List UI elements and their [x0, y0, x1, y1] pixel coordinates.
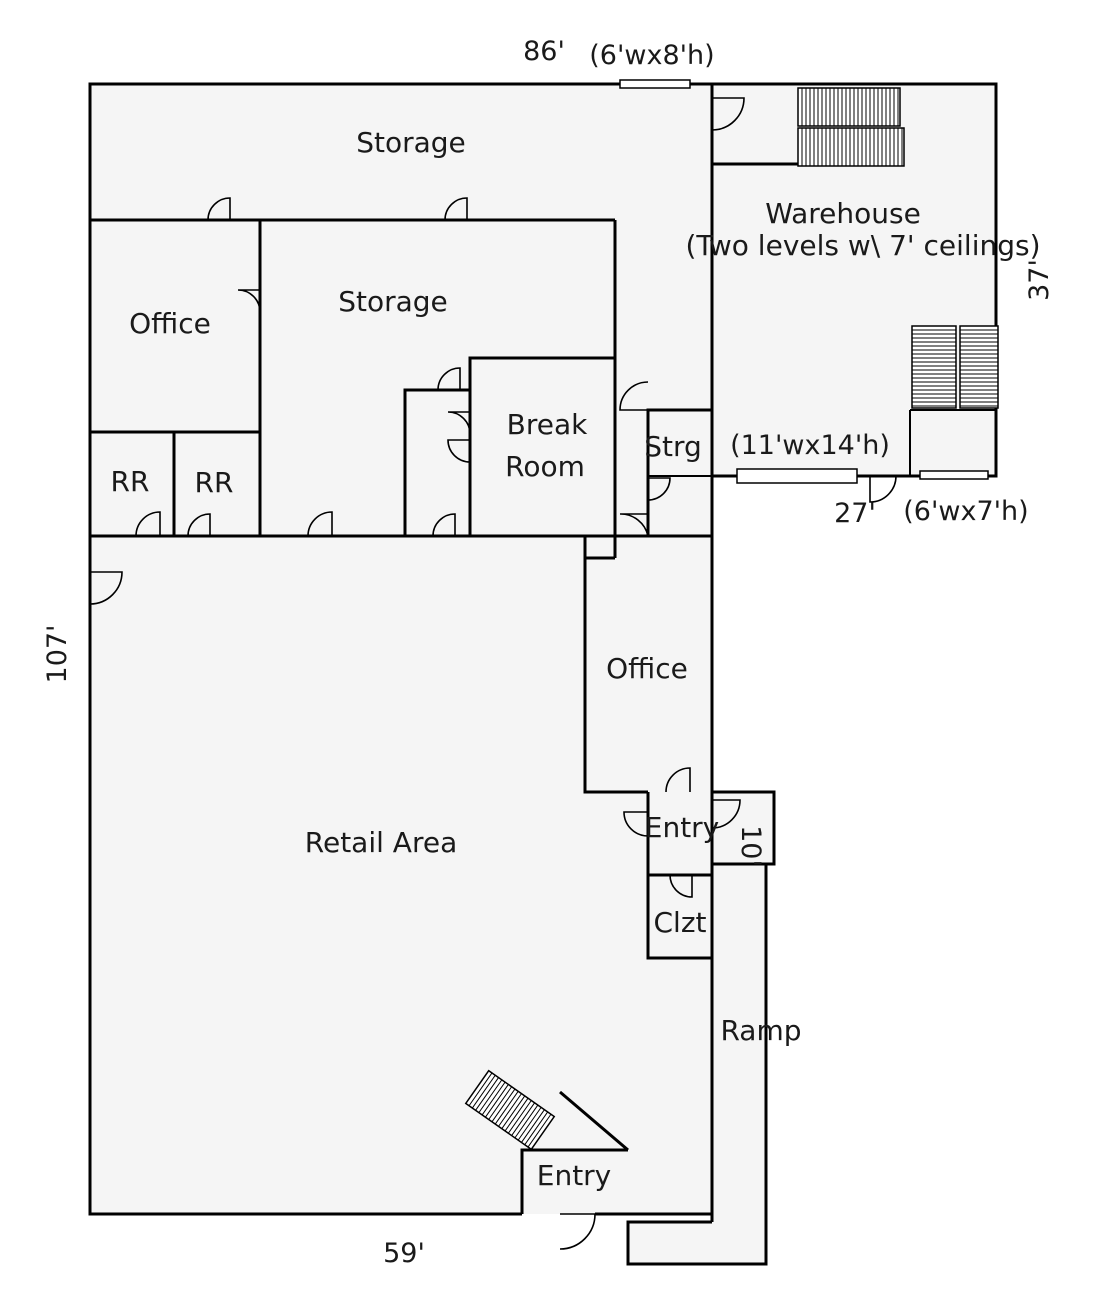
- dim-right-lower-width: 27': [834, 498, 876, 529]
- label-entry-side: Entry: [645, 811, 720, 844]
- stair-top-1: [797, 87, 901, 127]
- label-break-room-2: Room: [505, 450, 585, 483]
- room-labels: Storage Storage Office RR RR Break Room …: [111, 126, 1041, 1192]
- dim-side-door: (11'wx14'h): [730, 430, 890, 461]
- label-storage-top: Storage: [356, 126, 466, 159]
- stairs: [464, 87, 999, 1151]
- label-entry-front: Entry: [537, 1159, 612, 1192]
- stair-top-2: [797, 127, 905, 167]
- label-rr-1: RR: [111, 465, 150, 498]
- dimension-labels: 86' (6'wx8'h) 37' (11'wx14'h) 27' (6'wx7…: [42, 36, 1055, 1269]
- stair-right-2: [959, 325, 999, 409]
- overhead-door: [736, 468, 858, 484]
- dim-top-width: 86': [523, 36, 565, 67]
- exterior-walls: [88, 82, 998, 1266]
- label-strg: Strg: [644, 430, 702, 463]
- label-storage-mid: Storage: [338, 285, 448, 318]
- label-break-room-1: Break: [507, 408, 588, 441]
- label-retail-area: Retail Area: [305, 826, 457, 859]
- label-rr-2: RR: [195, 466, 234, 499]
- dim-right-lower-door: (6'wx7'h): [903, 496, 1028, 527]
- dim-bottom-width: 59': [383, 1238, 425, 1269]
- doors: [89, 97, 897, 1250]
- warehouse-window: [919, 470, 989, 480]
- dim-left-height: 107': [42, 625, 73, 684]
- dim-entry-box: 10': [735, 825, 766, 867]
- top-window: [619, 79, 691, 89]
- windows: [619, 79, 989, 484]
- dim-top-door: (6'wx8'h): [589, 40, 714, 71]
- interior-walls: [90, 218, 712, 1214]
- label-ramp: Ramp: [720, 1014, 801, 1047]
- stair-right-1: [911, 325, 957, 409]
- label-warehouse-2: (Two levels w\ 7' ceilings): [685, 229, 1040, 262]
- floor-fill: [90, 84, 996, 1264]
- label-office-right: Office: [606, 652, 688, 685]
- label-warehouse-1: Warehouse: [765, 197, 921, 230]
- dim-right-height: 37': [1024, 259, 1055, 301]
- label-office-left: Office: [129, 307, 211, 340]
- stair-entry: [464, 1069, 556, 1151]
- label-clzt: Clzt: [653, 906, 706, 939]
